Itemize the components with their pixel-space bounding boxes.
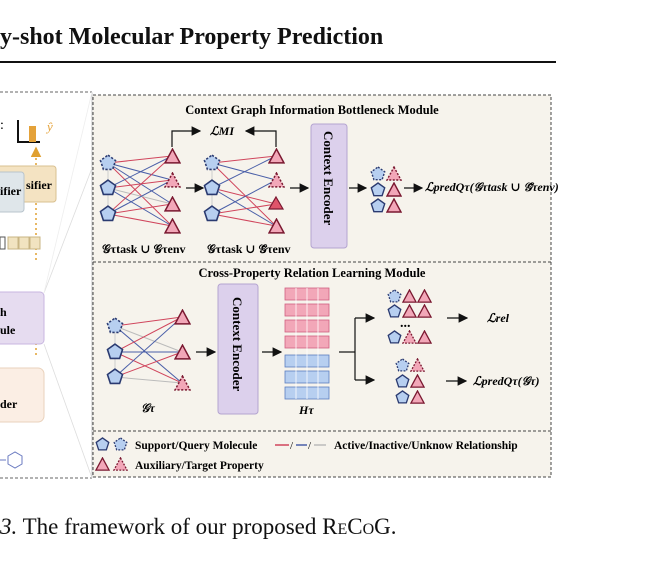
module-text-2: ule (0, 323, 16, 337)
cgib-encoder-label: Context Encoder (321, 131, 336, 225)
cgib-module: Context Graph Information Bottleneck Mod… (99, 103, 559, 256)
module-text-1: h (0, 305, 7, 319)
left-partial-panel: ŷ : sifier ifier h ule der (0, 91, 93, 479)
legend-property: Auxiliary/Target Property (135, 460, 264, 472)
title-rule (0, 61, 556, 63)
cgib-graph-label-2: 𝒢τtask ∪ 𝒢̃τenv (207, 242, 291, 256)
cprl-pred-loss: ℒpredQτ(𝒢τ) (473, 374, 540, 388)
page-title: y-shot Molecular Property Prediction (0, 24, 384, 50)
classifier-box-front (0, 171, 25, 213)
caption-text: The framework of our proposed (22, 514, 323, 539)
molecule-icon (0, 451, 23, 469)
svg-text::: : (0, 118, 4, 133)
legend: Support/Query Molecule / / Active/Inacti… (95, 437, 518, 472)
hidden-matrix (284, 287, 330, 400)
caption-number: 3. (0, 514, 18, 539)
cprl-encoder-box (217, 283, 259, 415)
cprl-encoder-label: Context Encoder (230, 297, 245, 391)
cprl-ellipsis: ... (400, 316, 411, 331)
figure-caption: 3. The framework of our proposed ReCoG. (0, 514, 397, 540)
cprl-graph-label: 𝒢τ (141, 401, 156, 415)
cgib-encoder-box (310, 123, 348, 249)
cgib-title: Context Graph Information Bottleneck Mod… (185, 103, 439, 117)
legend-molecule: Support/Query Molecule (135, 440, 257, 452)
caption-model-name: ReCoG (322, 514, 391, 539)
classifier-back-label: sifier (26, 178, 53, 192)
svg-text:/: / (290, 440, 294, 452)
cprl-module: Cross-Property Relation Learning Module … (106, 266, 540, 417)
output-label: ŷ (45, 119, 53, 134)
module-box (0, 291, 45, 345)
cprl-hidden-label: Hτ (298, 403, 314, 417)
classifier-front-label: ifier (0, 184, 22, 198)
encoder-text: der (0, 397, 18, 411)
cgib-pred-loss: ℒpredQτ(𝒢τtask ∪ 𝒢̃τenv) (425, 180, 559, 194)
caption-suffix: . (390, 514, 397, 539)
cprl-rel-loss: ℒrel (487, 311, 510, 325)
cprl-title: Cross-Property Relation Learning Module (199, 266, 426, 280)
cgib-mi-loss: ℒMI (210, 124, 235, 138)
cgib-graph-label-1: 𝒢τtask ∪ 𝒢τenv (102, 242, 186, 256)
svg-text:/: / (308, 440, 312, 452)
legend-relationship: Active/Inactive/Unknow Relationship (334, 440, 518, 452)
encoder-box (0, 367, 45, 423)
